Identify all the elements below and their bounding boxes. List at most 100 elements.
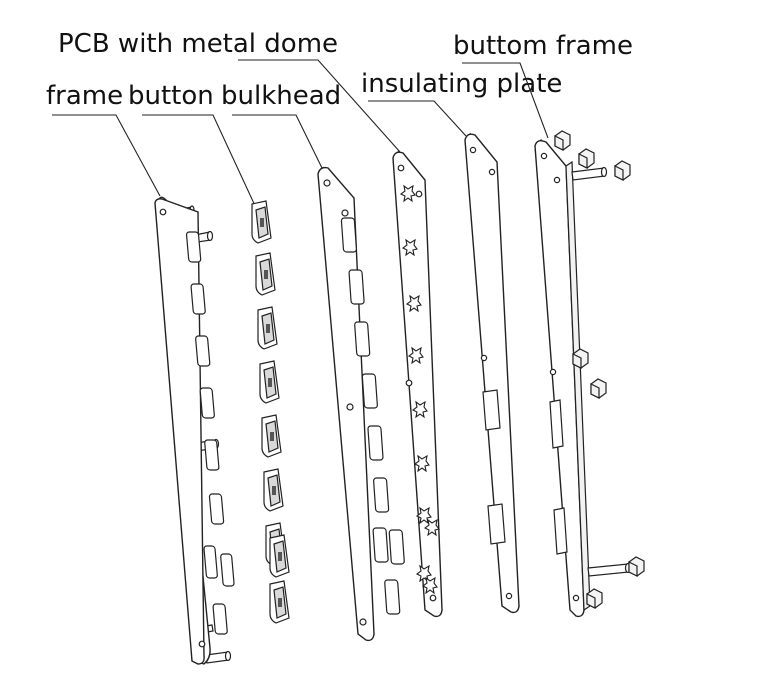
button-symbol: [264, 270, 268, 279]
frame-opening: [220, 553, 235, 587]
button-symbol: [278, 598, 282, 607]
insulating-plate-holes: [469, 146, 513, 600]
insulating-plate-openings: [482, 389, 506, 545]
button-key: [263, 468, 284, 512]
frame-openings: [185, 231, 235, 635]
bulkhead-opening: [348, 269, 365, 305]
nuts: [554, 130, 645, 609]
label-insulating-plate: insulating plate: [361, 69, 562, 99]
bottom-frame-holes: [540, 152, 580, 602]
button-symbol: [268, 378, 272, 387]
bottom-frame-opening: [549, 399, 564, 449]
pcb-screw-hole: [415, 190, 423, 198]
bulkhead-screw-holes: [323, 179, 367, 626]
metal-dome: [405, 294, 422, 313]
hex-nut-side: [554, 135, 564, 151]
bulkhead-opening: [388, 529, 405, 565]
hex-nut-side: [628, 561, 638, 577]
frame-opening: [208, 493, 225, 525]
metal-dome: [423, 518, 440, 537]
hex-nut: [614, 160, 631, 181]
hex-nut: [554, 130, 571, 151]
leader-pcb: [238, 59, 401, 153]
pcb-part: [392, 150, 443, 618]
frame-face: [154, 198, 205, 665]
metal-dome: [399, 184, 416, 203]
bottom-frame-hole: [540, 152, 548, 160]
button-symbol: [272, 486, 276, 495]
bulkhead-opening: [373, 477, 390, 513]
insulating-plate-hole: [480, 354, 488, 362]
button-key: [257, 306, 278, 350]
insulating-plate-part: [464, 132, 520, 614]
pcb-screw-hole: [429, 594, 437, 602]
bulkhead-screw-hole: [341, 209, 349, 217]
hex-nut-side: [572, 353, 582, 369]
insulating-plate-hole: [505, 592, 513, 600]
hex-nut-side: [586, 593, 596, 609]
label-button: button: [128, 81, 214, 111]
insulating-plate-opening: [482, 389, 501, 431]
bottom-frame-hole: [549, 368, 557, 376]
label-bulkhead: bulkhead: [221, 81, 341, 111]
label-bottom-frame: buttom frame: [453, 31, 633, 61]
bulkhead-opening: [384, 579, 401, 615]
hex-nut: [586, 588, 603, 609]
frame-pin-cap: [206, 230, 214, 242]
button-key: [269, 580, 290, 624]
button-symbol: [260, 218, 264, 227]
pcb-screw-hole: [397, 164, 405, 172]
bulkhead-opening: [354, 321, 371, 357]
insulating-plate-hole: [488, 168, 496, 176]
pcb-plate: [392, 151, 443, 618]
frame-opening: [185, 231, 202, 263]
bottom-frame-hole: [572, 594, 580, 602]
frame-opening: [195, 335, 211, 367]
button-key: [259, 360, 280, 404]
pcb-metal-domes: [399, 184, 440, 595]
frame-opening: [199, 387, 215, 419]
frame-opening: [203, 545, 218, 579]
frame-opening: [212, 603, 228, 635]
insulating-plate: [464, 133, 520, 614]
hex-nut: [628, 556, 645, 577]
leader-frame: [52, 114, 161, 197]
button-key: [255, 252, 276, 296]
bulkhead-screw-hole: [323, 179, 331, 187]
metal-dome: [407, 346, 424, 365]
frame-screw-hole: [198, 640, 206, 648]
hex-nut: [578, 148, 595, 169]
bottom-frame-studs: [571, 166, 632, 577]
frame-screw-hole: [159, 208, 167, 216]
leader-insulating-plate: [368, 100, 467, 137]
leader-button: [142, 114, 258, 211]
bulkhead-part: [317, 166, 405, 642]
insulating-plate-opening: [487, 503, 506, 545]
leader-bottom-frame: [462, 62, 549, 139]
frame-opening: [190, 283, 206, 315]
hex-nut: [572, 348, 589, 369]
metal-dome: [413, 454, 430, 473]
metal-dome: [411, 400, 428, 419]
frame-screw-holes: [159, 208, 206, 648]
hex-nut-side: [590, 383, 600, 399]
insulating-plate-hole: [469, 146, 477, 154]
hex-nut: [590, 378, 607, 399]
metal-dome: [401, 238, 418, 257]
leader-bulkhead: [232, 114, 323, 169]
button-key: [269, 534, 290, 578]
label-frame: frame: [46, 81, 123, 111]
bulkhead-opening: [361, 373, 378, 409]
pcb-screw-holes: [397, 164, 437, 602]
bottom-frame-openings: [549, 399, 568, 555]
bulkhead-opening: [367, 425, 384, 461]
label-pcb-with-metal-dome: PCB with metal dome: [58, 29, 338, 59]
button-symbol: [270, 432, 274, 441]
bottom-frame-hole: [553, 176, 561, 184]
leader-lines: [52, 59, 549, 211]
button-key: [251, 200, 272, 244]
hex-nut-side: [578, 153, 588, 169]
frame-pin-cap: [224, 650, 232, 662]
frame-opening: [204, 439, 220, 471]
